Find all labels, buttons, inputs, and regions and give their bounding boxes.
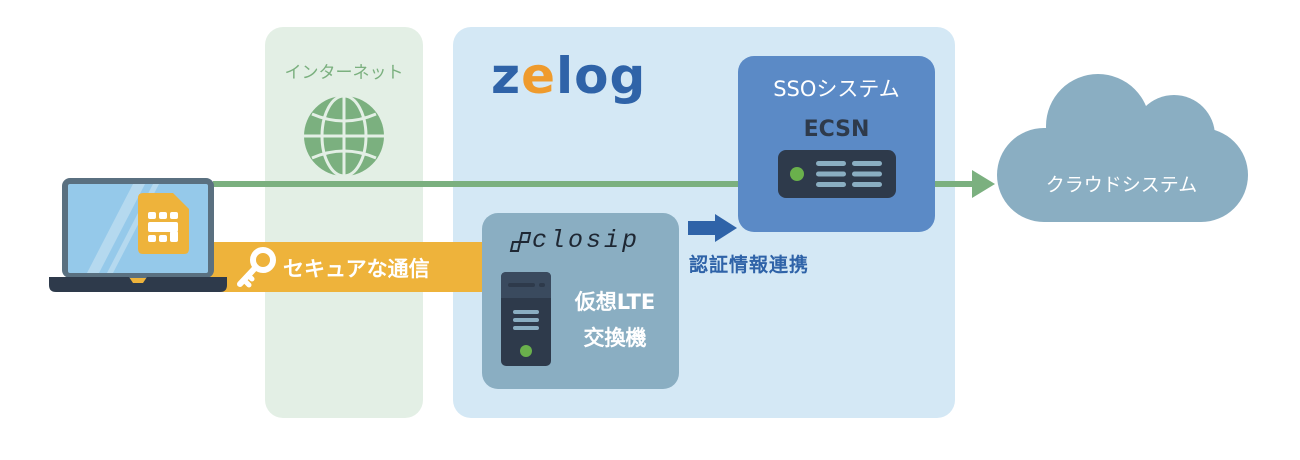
sso-system-title: SSOシステム [773,77,900,101]
secure-channel-label: セキュアな通信 [283,257,430,281]
ecsn-label: ECSN [803,117,870,142]
closip-logo-icon [509,232,532,252]
cloud-icon [997,74,1248,222]
zelog-logo-e: e [521,47,557,105]
cloud-system-label: クラウドシステム [1045,174,1198,196]
internet-label: インターネット [284,63,404,83]
auth-arrow-icon [688,214,737,242]
sso-system-box [738,56,935,232]
internet-zone [265,27,423,418]
sim-card-icon [138,193,189,254]
zelog-logo-z: z [491,47,522,105]
closip-logo-text: closip [532,226,641,255]
direct-connection-line [213,181,975,187]
globe-icon [304,94,384,178]
zelog-logo: zelog [491,46,646,106]
auth-link-label: 認証情報連携 [689,254,810,276]
tower-server-icon [501,272,551,366]
closip-title-line2: 交換機 [583,326,647,350]
zelog-logo-rest: log [556,47,647,105]
key-icon [237,247,276,288]
arrowhead-icon [972,170,995,198]
rack-server-icon [778,150,896,198]
closip-title-line1: 仮想LTE [574,290,656,314]
